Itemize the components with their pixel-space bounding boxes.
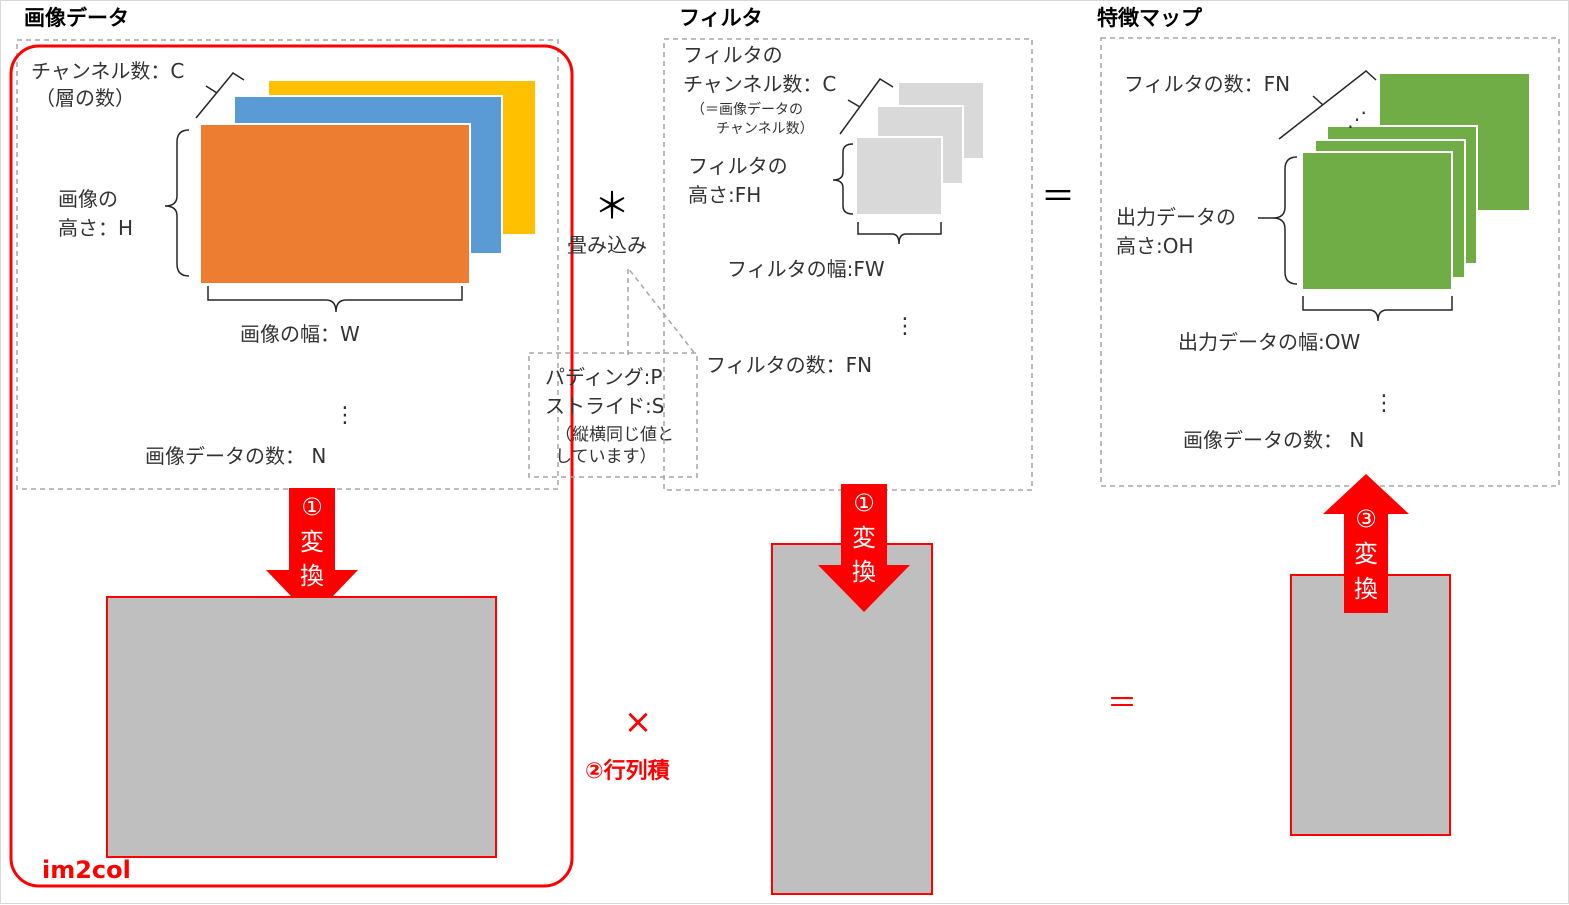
feature-width-label: 出力データの幅:OW (1178, 330, 1360, 354)
matmul-label: ②行列積 (585, 758, 671, 784)
convolution-symbol: ＊ (594, 186, 630, 227)
transform-arrow-output (1323, 474, 1409, 613)
convolution-label: 畳み込み (567, 233, 647, 257)
transform-image-num: ① (301, 493, 323, 521)
feature-count-brace (1278, 70, 1377, 140)
image-channels-label: チャンネル数：C (31, 59, 184, 83)
feature-map-title: 特徴マップ (1097, 6, 1203, 30)
padding-callout-pointer (627, 265, 697, 356)
image-width-label: 画像の幅：W (240, 322, 360, 346)
filter-count-dots: ⋮ (894, 314, 916, 339)
transform-output-char1: 変 (1354, 540, 1378, 568)
padding-note-2: しています） (555, 447, 657, 467)
filter-channel-brace (839, 77, 894, 135)
transform-output-num: ③ (1355, 505, 1377, 533)
feature-map-frame (1100, 37, 1560, 487)
image-height-label-1: 画像の (58, 187, 118, 211)
transform-filter-num: ① (853, 489, 875, 517)
feature-plate-front (1301, 151, 1453, 291)
image-data-frame (16, 39, 559, 490)
feature-height-brace (1272, 156, 1298, 285)
image-count-dots: ⋮ (334, 403, 356, 428)
feature-height-label-2: 高さ:OH (1116, 234, 1194, 258)
padding-label: パディング:P (545, 365, 662, 389)
filter-height-label-2: 高さ:FH (688, 183, 761, 207)
transform-arrow-image (266, 488, 358, 618)
feature-count-label: フィルタの数：FN (1124, 72, 1290, 96)
transform-arrow-filter-overlay (818, 484, 910, 612)
image-channel-brace (195, 72, 245, 119)
filter-height-brace (832, 143, 854, 215)
transform-filter-char2: 換 (852, 558, 876, 586)
im2col-frame (9, 44, 574, 888)
feature-images-label: 画像データの数： N (1183, 428, 1364, 452)
im2col-label: im2col (42, 856, 131, 884)
filter-channels-label-1: フィルタの (683, 43, 783, 67)
transform-output-char2: 換 (1354, 575, 1378, 603)
stride-label: ストライド:S (545, 394, 664, 418)
image-channels-sublabel: （層の数） (35, 86, 135, 110)
padding-callout-box (528, 352, 698, 478)
filter-count-label: フィルタの数：FN (706, 353, 872, 377)
filter-matrix-block (771, 543, 933, 895)
feature-images-dots: ⋮ (1373, 391, 1395, 416)
matmul-symbol: × (624, 702, 653, 742)
output-matrix-block (1290, 574, 1451, 836)
image-matrix-block (106, 596, 497, 858)
filter-title: フィルタ (679, 6, 763, 30)
image-height-brace (164, 129, 190, 277)
filter-width-brace (857, 222, 942, 245)
filter-width-label: フィルタの幅:FW (727, 257, 885, 281)
image-width-brace (207, 286, 463, 313)
image-data-title: 画像データ (24, 6, 129, 30)
equals-symbol: ＝ (1041, 177, 1075, 217)
image-channel-front (199, 123, 471, 285)
feature-stack-dots: ⋰ (1347, 107, 1367, 131)
transform-filter-char1: 変 (852, 524, 876, 552)
transform-image-char1: 変 (300, 528, 324, 556)
filter-plate-front (855, 136, 943, 216)
filter-height-label-1: フィルタの (688, 154, 788, 178)
padding-note-1: （縦横同じ値と (555, 425, 674, 445)
matmul-equals-symbol: ＝ (1107, 686, 1137, 721)
image-height-label-2: 高さ：H (58, 216, 133, 240)
filter-channels-note-2: チャンネル数） (716, 121, 814, 137)
image-count-label: 画像データの数： N (145, 444, 326, 468)
feature-height-label-1: 出力データの (1116, 205, 1236, 229)
feature-width-brace (1302, 296, 1453, 322)
filter-channels-label-2: チャンネル数：C (683, 72, 836, 96)
transform-image-char2: 換 (300, 562, 324, 590)
filter-channels-note-1: （＝画像データの (691, 101, 803, 118)
